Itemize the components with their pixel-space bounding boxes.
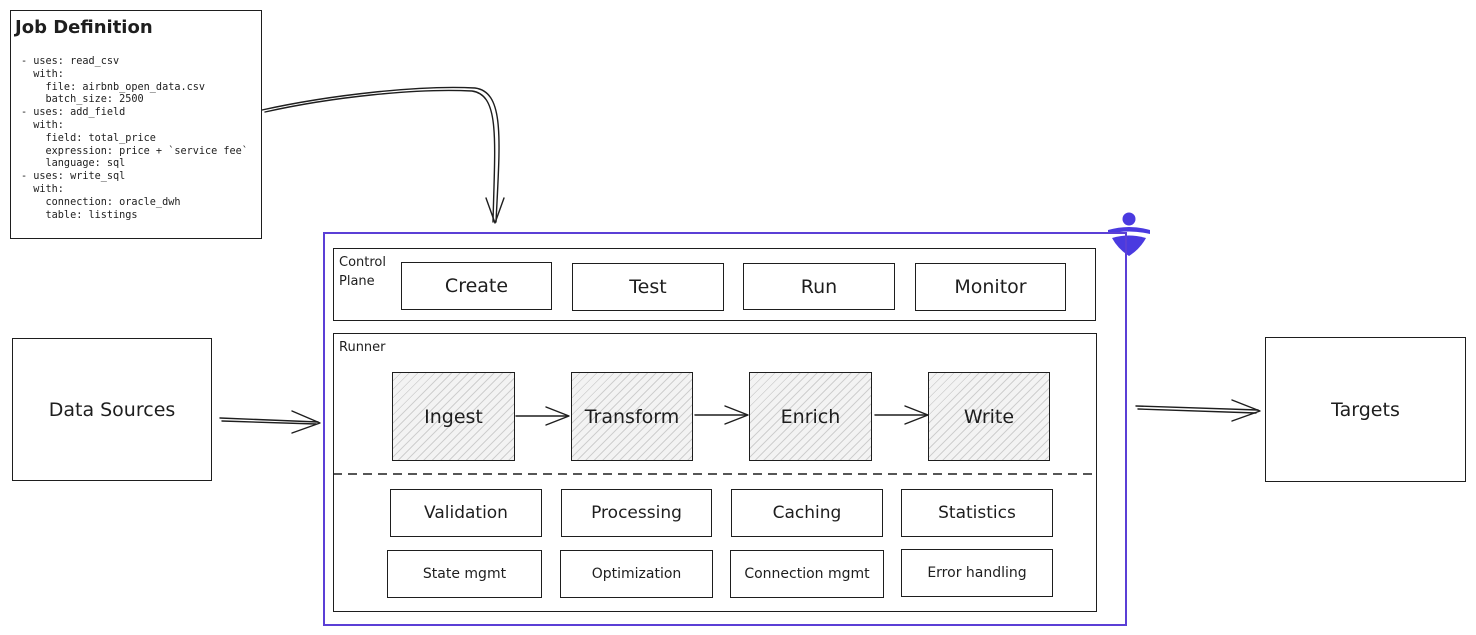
data-sources-box: Data Sources xyxy=(12,338,212,481)
capability-optimization: Optimization xyxy=(560,550,713,598)
job-definition-title: Job Definition xyxy=(15,17,153,38)
monitor-button[interactable]: Monitor xyxy=(915,263,1066,311)
run-button[interactable]: Run xyxy=(743,263,895,310)
pipeline-stage-ingest: Ingest xyxy=(392,372,515,461)
targets-box: Targets xyxy=(1265,337,1466,482)
test-button[interactable]: Test xyxy=(572,263,724,311)
capability-caching: Caching xyxy=(731,489,883,537)
capability-processing: Processing xyxy=(561,489,712,537)
capability-connection-mgmt: Connection mgmt xyxy=(730,550,884,598)
job-definition-card: Job Definition - uses: read_csv with: fi… xyxy=(10,10,262,239)
platform-to-targets-arrow xyxy=(1135,405,1259,411)
runner-panel: Runner xyxy=(333,333,1097,612)
pipeline-stage-write: Write xyxy=(928,372,1050,461)
capability-validation: Validation xyxy=(390,489,542,537)
capability-statistics: Statistics xyxy=(901,489,1053,537)
mascot-logo-icon xyxy=(1108,212,1150,256)
sources-to-platform-arrow xyxy=(219,417,319,423)
job-to-platform-arrow xyxy=(261,86,500,223)
platform-frame xyxy=(323,232,1127,626)
pipeline-stage-transform: Transform xyxy=(571,372,693,461)
capability-state-mgmt: State mgmt xyxy=(387,550,542,598)
create-button[interactable]: Create xyxy=(401,262,552,310)
targets-label: Targets xyxy=(1331,398,1400,421)
capability-error-handling: Error handling xyxy=(901,549,1053,597)
pipeline-stage-enrich: Enrich xyxy=(749,372,872,461)
control-plane-label: Control Plane xyxy=(339,255,386,289)
data-sources-label: Data Sources xyxy=(48,398,176,421)
job-definition-code: - uses: read_csv with: file: airbnb_open… xyxy=(21,56,248,221)
runner-label: Runner xyxy=(339,340,386,355)
